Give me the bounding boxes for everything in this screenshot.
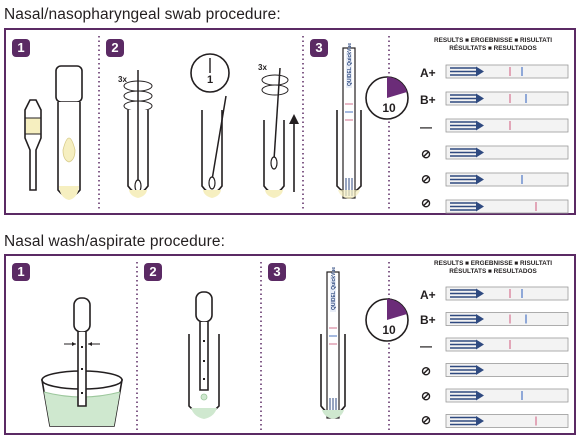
section-2-heading: Nasal wash/aspirate procedure: (4, 233, 225, 250)
result-label-negative: — (420, 120, 432, 134)
result-strip-invalid-3 (445, 414, 569, 428)
step-1-badge: 1 (12, 263, 30, 281)
result-strip-a-positive (445, 64, 569, 79)
result-strip-invalid-1 (445, 363, 569, 377)
swab-remove-icon (261, 67, 289, 198)
result-strip-invalid-3 (445, 199, 569, 214)
result-strips-group (445, 286, 569, 428)
swab-procedure-illustration: 3x 1 3x (24, 36, 569, 214)
result-label-b-positive: B+ (420, 93, 436, 107)
result-strip-b-positive (445, 91, 569, 106)
ten-minute-timer-icon (365, 298, 409, 342)
one-minute-clock-icon (190, 53, 230, 93)
result-strip-invalid-2 (445, 388, 569, 403)
strip-brand-label: QUIDEL QuickVue (347, 43, 353, 86)
result-label-invalid-2: ⊘ (421, 389, 432, 403)
step-1-badge: 1 (12, 39, 30, 57)
result-label-invalid-1: ⊘ (421, 147, 432, 161)
step-2-badge: 2 (106, 39, 124, 57)
reagent-vial-icon (24, 99, 42, 191)
results-header-line-1: RESULTS ■ ERGEBNISSE ■ RISULTATI (433, 37, 553, 44)
ten-minute-timer-value: 10 (382, 101, 396, 115)
strip-brand-label: QUIDEL QuickVue (331, 267, 337, 310)
result-label-invalid-1: ⊘ (421, 364, 432, 378)
swirl-count-label-1: 3x (118, 75, 127, 84)
result-label-a-positive: A+ (420, 288, 436, 302)
section-1-heading: Nasal/nasopharyngeal swab procedure: (4, 6, 281, 23)
test-tube-icon (55, 65, 83, 200)
swab-swirl-icon (123, 70, 153, 198)
ten-minute-timer-value: 10 (382, 323, 396, 337)
result-strips-group (445, 64, 569, 214)
wash-procedure-panel: 1 2 3 (4, 254, 576, 435)
results-header-line-1: RESULTS ■ ERGEBNISSE ■ RISULTATI (433, 260, 553, 267)
ten-minute-timer-icon (365, 76, 409, 120)
up-arrow-icon (289, 114, 299, 192)
wash-procedure-illustration: QUIDEL QuickVue (41, 262, 569, 431)
pipette-in-cup-icon (41, 297, 123, 427)
swab-soak-icon (201, 95, 227, 198)
result-strip-invalid-1 (445, 145, 569, 160)
results-header-line-2: RÉSULTATS ■ RESULTADOS (449, 45, 537, 52)
pipette-dispense-icon (188, 291, 220, 419)
result-strip-invalid-2 (445, 172, 569, 187)
step-2-badge: 2 (144, 263, 162, 281)
result-strip-negative (445, 118, 569, 133)
swirl-count-label-2: 3x (258, 63, 267, 72)
minute-timer-value: 1 (207, 74, 213, 86)
result-label-b-positive: B+ (420, 313, 436, 327)
test-strip-in-tube-icon (336, 47, 362, 199)
result-label-invalid-3: ⊘ (421, 196, 432, 210)
result-label-invalid-2: ⊘ (421, 172, 432, 186)
swab-procedure-panel: 1 2 3 3x (4, 28, 576, 215)
results-header-line-2: RÉSULTATS ■ RESULTADOS (449, 268, 537, 275)
result-strip-b-positive (445, 312, 569, 326)
step-3-badge: 3 (310, 39, 328, 57)
result-strip-negative (445, 337, 569, 352)
result-label-invalid-3: ⊘ (421, 413, 432, 427)
result-label-negative: — (420, 339, 432, 353)
step-3-badge: 3 (268, 263, 286, 281)
result-label-a-positive: A+ (420, 66, 436, 80)
result-strip-a-positive (445, 286, 569, 301)
test-strip-in-tube-icon (320, 271, 346, 419)
